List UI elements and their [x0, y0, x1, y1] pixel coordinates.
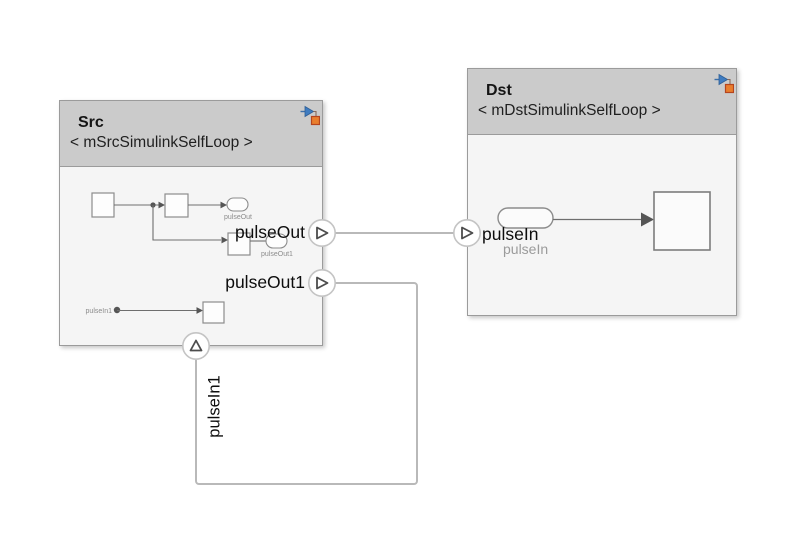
port-src-pulsein1[interactable]: [181, 331, 211, 361]
connector-selfloop-pulseout1-to-pulsein1[interactable]: [195, 282, 418, 485]
component-stereotype: < mDstSimulinkSelfLoop >: [478, 102, 661, 119]
badge-link-line: [313, 110, 317, 117]
inner-inport: [497, 207, 554, 229]
port-label-pulsein[interactable]: pulseIn: [482, 224, 539, 244]
simulink-behavior-icon[interactable]: [714, 72, 734, 96]
inner-wire: [152, 205, 221, 241]
inner-arrowhead: [641, 212, 654, 227]
port-label-pulseout1[interactable]: pulseOut1: [225, 272, 305, 292]
badge-link-line: [727, 78, 731, 85]
port-src-pulseout[interactable]: [307, 218, 337, 248]
inner-label-pulseout1: pulseOut1: [261, 251, 293, 258]
inner-outport: [226, 197, 249, 212]
simulink-preview-dst: [497, 191, 711, 251]
component-src[interactable]: Src < mSrcSimulinkSelfLoop >: [59, 100, 323, 346]
inner-arrowhead: [158, 201, 165, 209]
inner-label-pulsein1: pulseIn1: [86, 308, 113, 315]
port-src-pulseout1[interactable]: [307, 268, 337, 298]
inner-block: [91, 192, 115, 218]
inner-block: [227, 232, 251, 256]
simulink-preview-src: pulseOut pulseOut1 pulseIn1: [86, 192, 293, 324]
input-port-icon: [461, 226, 474, 240]
port-label-pulsein1[interactable]: pulseIn1: [205, 375, 224, 438]
badge-square: [310, 115, 320, 126]
inner-arrowhead: [220, 201, 227, 209]
component-stereotype: < mSrcSimulinkSelfLoop >: [70, 134, 253, 151]
badge-square: [724, 83, 734, 94]
input-port-icon: [189, 339, 203, 352]
output-port-icon: [316, 226, 329, 240]
component-dst-header[interactable]: Dst < mDstSimulinkSelfLoop >: [468, 69, 736, 135]
simulink-behavior-icon[interactable]: [300, 104, 320, 128]
badge-arrow: [718, 73, 729, 86]
inner-block: [653, 191, 711, 251]
inner-block: [164, 193, 189, 218]
component-dst[interactable]: Dst < mDstSimulinkSelfLoop >: [467, 68, 737, 316]
inner-block: [202, 301, 225, 324]
component-title: Src: [78, 114, 104, 131]
inner-arrowhead: [196, 307, 203, 314]
inner-label-pulsein-gray: pulseIn: [503, 241, 549, 257]
component-title: Dst: [486, 82, 512, 99]
badge-arrow: [304, 105, 315, 118]
inner-outport: [265, 233, 288, 249]
inner-arrowhead: [221, 236, 228, 244]
output-port-icon: [316, 276, 329, 290]
component-src-header[interactable]: Src < mSrcSimulinkSelfLoop >: [60, 101, 322, 167]
port-dst-pulsein[interactable]: [452, 218, 482, 248]
port-label-pulseout[interactable]: pulseOut: [234, 222, 305, 242]
inner-label-pulseout: pulseOut: [224, 214, 252, 221]
